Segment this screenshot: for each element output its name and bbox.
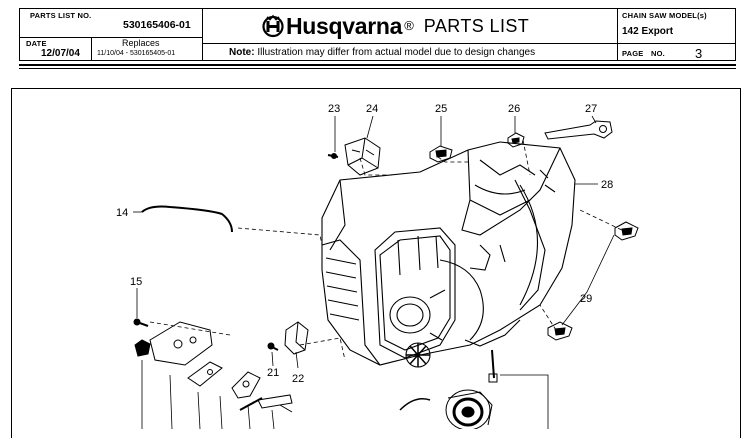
callout-numbers: 23 24 25 26 27 28 14 15 29 21 22 — [116, 103, 613, 385]
starter-pulley — [399, 389, 493, 429]
part-27-lever — [544, 120, 613, 140]
model-label: CHAIN SAW MODEL(s) — [622, 11, 707, 20]
date-label: DATE — [26, 39, 47, 48]
note-text: Illustration may differ from actual mode… — [257, 47, 536, 58]
crankcase-housing — [321, 141, 576, 368]
long-bolt — [488, 349, 498, 383]
part-25-rubber-mount — [429, 145, 453, 163]
callout-14: 14 — [116, 207, 128, 219]
part-15-screw — [133, 318, 149, 327]
registered-mark: ® — [404, 17, 414, 33]
parts-list-no-label: PARTS LIST NO. — [30, 11, 92, 20]
assembly-leader-lines — [149, 139, 629, 361]
note-line: Note: Illustration may differ from actua… — [229, 47, 535, 58]
callout-22: 22 — [292, 373, 304, 385]
model-value: 142 Export — [622, 26, 674, 37]
callout-28: 28 — [601, 179, 613, 191]
no-label: NO. — [651, 49, 665, 58]
callout-27: 27 — [585, 103, 597, 115]
note-label: Note: — [229, 47, 255, 58]
part-14-cable — [141, 205, 233, 233]
date-value: 12/07/04 — [41, 48, 80, 59]
replaces-label: Replaces — [122, 38, 160, 48]
brand-logo: Husqvarna ® PARTS LIST — [262, 12, 529, 40]
part-22-pad — [267, 321, 309, 355]
document-title: PARTS LIST — [423, 15, 530, 36]
parts-list-header: PARTS LIST NO. 530165406-01 DATE 12/07/0… — [19, 8, 736, 64]
brand-name: Husqvarna — [286, 12, 403, 39]
callout-25: 25 — [435, 103, 447, 115]
header-rule-thick — [19, 64, 736, 66]
part-29-mounts — [547, 221, 639, 341]
part-24-bracket — [327, 137, 381, 176]
callout-leaders — [133, 115, 615, 429]
exploded-parts-diagram: 23 24 25 26 27 28 14 15 29 21 22 — [116, 103, 639, 429]
callout-29: 29 — [580, 293, 592, 305]
page-cell — [617, 43, 736, 61]
diagram-frame — [11, 88, 741, 438]
chain-tensioner-parts — [134, 321, 293, 413]
callout-23: 23 — [328, 103, 340, 115]
callout-21: 21 — [267, 367, 279, 379]
callout-24: 24 — [366, 103, 378, 115]
callout-26: 26 — [508, 103, 520, 115]
header-rule-thin — [19, 68, 736, 69]
page-number: 3 — [695, 46, 703, 61]
crown-h-logo-icon — [262, 14, 284, 38]
callout-15: 15 — [130, 276, 142, 288]
part-26-nut — [507, 132, 525, 148]
parts-list-number: 530165406-01 — [123, 19, 191, 31]
page-label: PAGE — [622, 49, 644, 58]
replaces-value: 11/10/04 - 530165405-01 — [97, 50, 176, 57]
